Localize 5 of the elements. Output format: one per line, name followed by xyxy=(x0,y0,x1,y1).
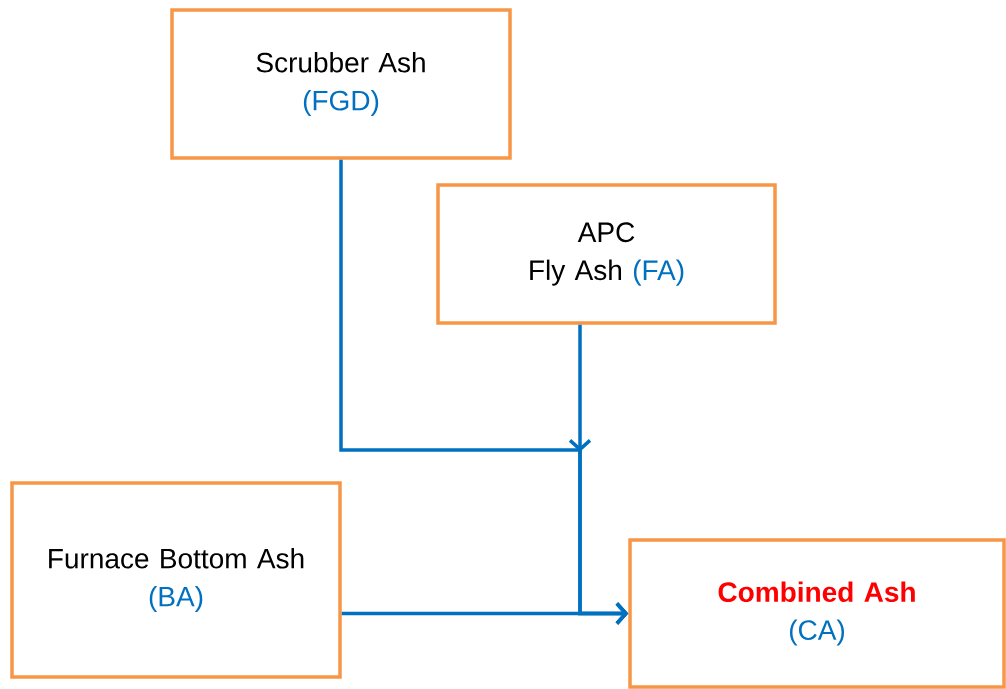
process-box: Furnace Bottom Ash (BA) xyxy=(10,481,342,679)
arrow xyxy=(341,602,629,625)
process-box: Scrubber Ash (FGD) xyxy=(170,8,512,160)
process-box: Combined Ash (CA) xyxy=(628,538,1006,689)
process-box: APC Fly Ash (FA) xyxy=(436,183,777,325)
